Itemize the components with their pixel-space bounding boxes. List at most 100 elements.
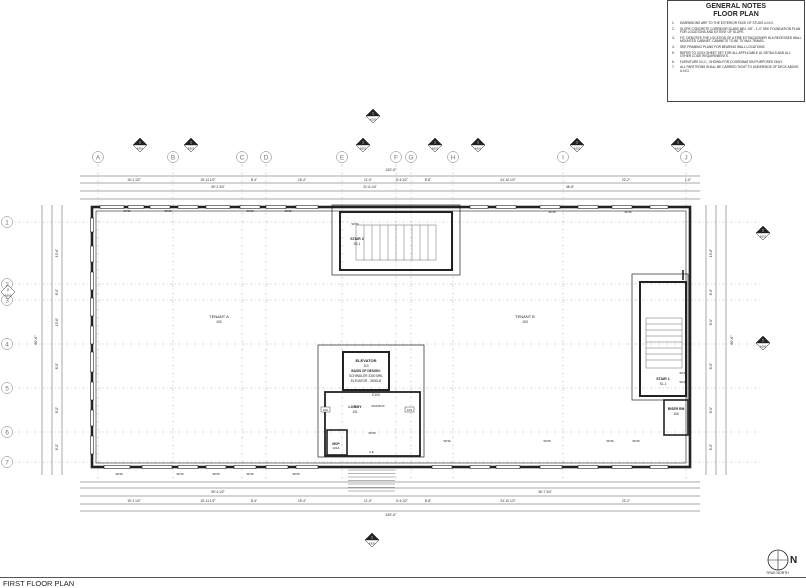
window [233, 465, 257, 469]
window [495, 205, 517, 209]
section-marker-icon [0, 284, 16, 300]
general-note-number: 2. [672, 26, 675, 31]
section-marker-ref: A300 [369, 542, 376, 546]
dimension-top: 15'-11 1/2" [201, 178, 216, 182]
section-marker-arrow [356, 138, 370, 145]
general-note-item: 4.SEE FRAMING PLANS FOR BEARING WALL LOC… [672, 44, 802, 50]
room-number-tenant-b: 103 [522, 320, 528, 324]
room-name-lobby: LOBBY [348, 405, 362, 409]
dimension-left: 13'-6" [55, 318, 59, 326]
section-marker-ref: A201 [760, 235, 767, 239]
room-number-stair-1: S1-1 [660, 382, 667, 386]
window [177, 205, 199, 209]
grid-label-B: B [171, 155, 175, 162]
elevator-basis-line1: BASIS OF DESIGN: [351, 369, 380, 373]
wall-type-tag: SP36 [679, 371, 687, 375]
grid-bubble-4 [1, 338, 13, 350]
section-marker-number: 1 [371, 536, 373, 540]
dimension-top: 15'-4" [298, 178, 306, 182]
room-name-stair-1: STAIR 1 [656, 377, 670, 381]
window [469, 205, 489, 209]
grid-label-1: 1 [5, 220, 9, 227]
dimension-bottom: 24'-10 1/2" [500, 499, 515, 503]
grid-bubble-7 [1, 456, 13, 468]
dimension-bottom: 8'-8" [425, 499, 431, 503]
dimension-left: 8'-0" [55, 363, 59, 369]
dimension-top: 8'-8" [425, 178, 431, 182]
room-number-stair-2: S2-1 [354, 242, 361, 246]
grid-label-F: F [394, 155, 398, 162]
window [90, 297, 94, 317]
window [265, 465, 289, 469]
wall-type-tag: SP36 [679, 380, 687, 384]
dimension-top: 21'-6 1/4" [363, 185, 376, 189]
window [577, 205, 599, 209]
elevator-basis-line2: SCHINDLER 3300 MRL [349, 374, 383, 378]
window [649, 205, 669, 209]
room-name-riser: RISER RM [668, 407, 685, 411]
window [495, 465, 521, 469]
dimension-top: 24'-10 1/2" [500, 178, 515, 182]
true-north-label: TRUE NORTH [766, 571, 789, 575]
window [141, 465, 173, 469]
dimension-right: 8'-0" [709, 444, 713, 450]
general-note-number: 4. [672, 44, 675, 49]
section-marker-ref: A200 [760, 345, 767, 349]
overall-dimension-top: 120'-0" [385, 168, 397, 172]
window [649, 465, 669, 469]
north-arrow-icon: N [790, 555, 798, 566]
wall-type-tag: SP36 [123, 209, 131, 213]
plan-title: FIRST FLOOR PLAN [3, 579, 75, 588]
general-notes-title: GENERAL NOTES [705, 3, 767, 10]
wall-type-tag: SP36 [543, 439, 551, 443]
section-marker-ref: A300 [5, 294, 12, 298]
dimension-left: 8'-0" [55, 289, 59, 295]
overall-dimension-right: 60'-0" [730, 335, 734, 345]
wall-type-tag: SP36 [246, 472, 254, 476]
general-notes-panel: GENERAL NOTES FLOOR PLAN 1.DIMENSIONS AR… [667, 0, 805, 102]
window [611, 465, 633, 469]
window [90, 351, 94, 373]
window [205, 205, 231, 209]
dimension-top: 11'-0" [364, 178, 372, 182]
grid-bubble-D [260, 151, 272, 163]
grid-label-E: E [340, 155, 345, 162]
window [577, 465, 599, 469]
section-marker-number: 1 [677, 141, 679, 145]
grid-bubble-E [336, 151, 348, 163]
door-tag-e100: E100 [372, 393, 380, 397]
door-tag-103: 103 [407, 408, 412, 412]
section-marker-ref: A201 [675, 147, 682, 151]
section-marker-ref: A301 [137, 147, 144, 151]
window [90, 381, 94, 401]
grid-label-G: G [408, 155, 413, 162]
section-marker-ref: A301 [188, 147, 195, 151]
general-note-text: ALL PARTITIONS SHALL BE CARRIED TIGHT TO… [680, 65, 800, 73]
fire-extinguisher-label: F.E. [369, 450, 374, 454]
room-name-stair-2: STAIR 2 [350, 237, 364, 241]
dimension-right: 8'-0" [709, 363, 713, 369]
general-note-text: SLOPE CONCRETE CORRIDOR SLABS MIN. 1/8" … [680, 26, 801, 35]
title-rule [0, 577, 806, 578]
dimension-right: 8'-0" [709, 319, 713, 325]
grid-label-6: 6 [5, 430, 9, 437]
general-notes-subtitle: FLOOR PLAN [713, 11, 759, 18]
section-marker-number: 2 [762, 339, 764, 343]
window [90, 217, 94, 233]
general-note-item: 2. SLOPE CONCRETE CORRIDOR SLABS MIN. 1/8… [672, 26, 802, 35]
window [205, 465, 227, 469]
room-number-tenant-a: 102 [216, 320, 222, 324]
section-marker-number: 1 [576, 141, 578, 145]
room-number-mop: 101A [332, 446, 339, 450]
dimension-top: 1'-0" [685, 178, 691, 182]
grid-label-5: 5 [5, 386, 9, 393]
window [539, 465, 563, 469]
general-note-item: 6.FURNITURE N.I.C., SHOWN FOR COORDINATI… [672, 60, 802, 65]
window [90, 435, 94, 455]
grid-label-C: C [240, 155, 245, 162]
section-marker-ref: A301 [360, 147, 367, 151]
wall-type-tag: SP36 [284, 209, 292, 213]
dimension-top: 5'-6 1/2" [396, 178, 408, 182]
overall-dimension-left: 60'-0" [34, 335, 38, 345]
